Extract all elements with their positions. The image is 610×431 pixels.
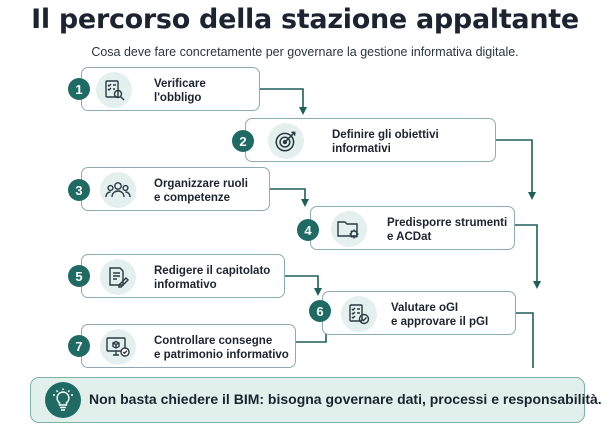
monitor-check-icon xyxy=(100,329,136,365)
step-5-label: Redigere il capitolato informativo xyxy=(154,265,271,291)
step-7-label: Controllare consegne e patrimonio inform… xyxy=(154,335,289,361)
footer-message: Non basta chiedere il BIM: bisogna gover… xyxy=(89,391,602,407)
connector-5-6 xyxy=(285,275,322,296)
step-3-number: 3 xyxy=(68,179,90,201)
footer-banner: Non basta chiedere il BIM: bisogna gover… xyxy=(30,377,602,423)
connector-2-3 xyxy=(496,139,536,200)
step-5-card: Redigere il capitolato informativo xyxy=(81,254,285,298)
step-3-card: Organizzare ruoli e competenze xyxy=(81,167,270,211)
page-subtitle: Cosa deve fare concretamente per governa… xyxy=(91,45,519,59)
step-3-label: Organizzare ruoli e competenze xyxy=(154,178,248,204)
team-icon xyxy=(100,172,136,208)
step-4-label: Predisporre strumenti e ACDat xyxy=(387,217,508,243)
page-title: Il percorso della stazione appaltante xyxy=(31,4,579,35)
step-6-number: 6 xyxy=(309,300,331,322)
connector-1-2 xyxy=(260,88,307,115)
step-5-number: 5 xyxy=(68,265,90,287)
step-2-label: Definire gli obiettivi informativi xyxy=(332,129,439,155)
connector-3-4 xyxy=(270,188,309,207)
target-icon xyxy=(268,123,304,159)
step-1-label: Verificare l'obbligo xyxy=(154,78,206,104)
checklist-approve-icon xyxy=(341,296,377,332)
step-4-number: 4 xyxy=(297,219,319,241)
step-1-number: 1 xyxy=(68,78,90,100)
connector-4-5 xyxy=(515,224,541,289)
checklist-magnifier-icon xyxy=(96,72,132,108)
step-7-number: 7 xyxy=(68,335,90,357)
step-7-card: Controllare consegne e patrimonio inform… xyxy=(81,324,296,368)
document-pen-icon xyxy=(100,259,136,295)
step-1-card: Verificare l'obbligo xyxy=(81,67,260,111)
connector-6-7 xyxy=(516,312,534,368)
step-6-card: Valutare oGI e approvare il pGI xyxy=(322,291,516,335)
lightbulb-icon xyxy=(45,382,81,418)
step-4-card: Predisporre strumenti e ACDat xyxy=(310,206,515,250)
folder-gear-icon xyxy=(331,211,367,247)
step-2-number: 2 xyxy=(232,130,254,152)
step-2-card: Definire gli obiettivi informativi xyxy=(245,118,496,162)
step-6-label: Valutare oGI e approvare il pGI xyxy=(391,302,489,328)
